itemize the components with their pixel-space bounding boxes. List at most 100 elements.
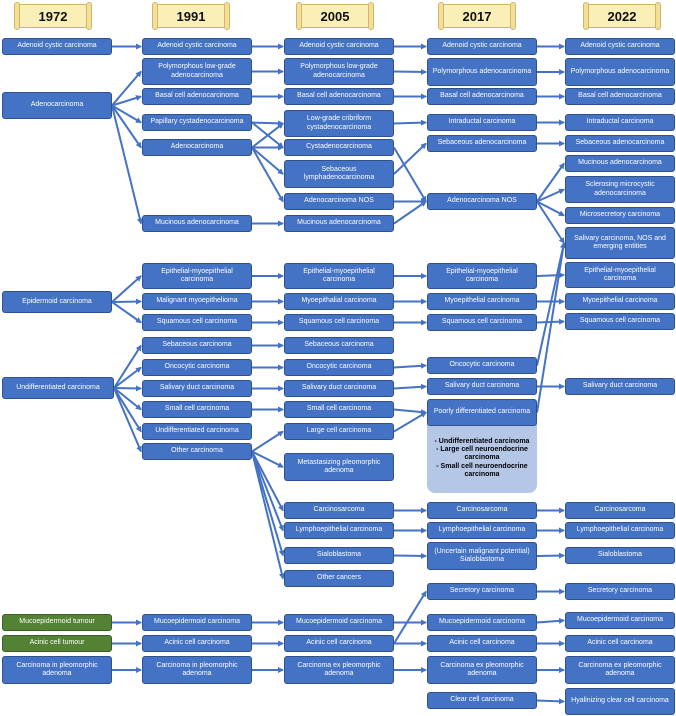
connector-arrow: [393, 411, 427, 433]
node-2017-mucoepidermoid-carcinoma: Mucoepidermoid carcinoma: [427, 614, 537, 631]
connector-arrow: [393, 383, 427, 390]
node-2017-sialoblastoma-uncertain: (Uncertain malignant potential) Sialobla…: [427, 542, 537, 570]
node-2005-polymorphous-low-grade-adenocarcinoma: Polymorphous low-grade adenocarcinoma: [284, 58, 394, 85]
connector-arrow: [393, 200, 427, 225]
connector-arrow: [393, 68, 427, 75]
node-1972-acinic-cell-tumour: Acinic cell tumour: [2, 635, 112, 652]
connector-arrow: [113, 387, 142, 411]
node-2017-carcinosarcoma: Carcinosarcoma: [427, 502, 537, 519]
node-2017-acinic-cell-carcinoma: Acinic cell carcinoma: [427, 635, 537, 652]
connector-arrow: [113, 385, 142, 392]
connector-arrow: [113, 387, 142, 433]
node-2005-epithelial-myoepithelial-carcinoma: Epithelial-myoepithelial carcinoma: [284, 263, 394, 289]
node-2017-myoepithelial-carcinoma: Myoepithelial carcinoma: [427, 293, 537, 310]
connector-arrow: [113, 366, 142, 389]
connector-arrow: [111, 95, 142, 107]
connector-arrow: [393, 590, 427, 645]
connector-arrow: [251, 146, 284, 175]
node-1991-acinic-cell-carcinoma: Acinic cell carcinoma: [142, 635, 252, 652]
connector-arrow: [536, 188, 565, 203]
node-2022-acinic-cell-carcinoma: Acinic cell carcinoma: [565, 635, 675, 652]
node-2005-basal-cell-adenocarcinoma: Basal cell adenocarcinoma: [284, 88, 394, 105]
connector-arrow: [251, 451, 284, 512]
year-header-2005: 2005: [296, 2, 374, 30]
year-header-2022: 2022: [583, 2, 661, 30]
node-2022-salivary-carcinoma-nos: Salivary carcinoma, NOS and emerging ent…: [565, 227, 675, 259]
node-1991-undifferentiated-carcinoma: Undifferentiated carcinoma: [142, 423, 252, 440]
node-2005-sebaceous-carcinoma: Sebaceous carcinoma: [284, 337, 394, 354]
node-2022-hyalinizing-clear-cell-carcinoma: Hyalinizing clear cell carcinoma: [565, 688, 675, 715]
node-2005-sialoblastoma: Sialoblastoma: [284, 547, 394, 564]
connector-arrow: [111, 301, 142, 324]
connector-arrow: [536, 698, 565, 705]
node-1991-oncocytic-carcinoma: Oncocytic carcinoma: [142, 359, 252, 376]
connector-arrow: [251, 430, 284, 453]
node-1991-small-cell-carcinoma: Small cell carcinoma: [142, 401, 252, 418]
connector-arrow: [251, 450, 284, 468]
connector-arrow: [393, 362, 427, 369]
node-2022-sclerosing-microcystic-adenocarcinoma: Sclerosing microcystic adenocarcinoma: [565, 176, 675, 203]
node-2022-carcinoma-ex-pleomorphic-adenoma: Carcinoma ex pleomorphic adenoma: [565, 656, 675, 684]
node-2005-other-cancers: Other cancers: [284, 570, 394, 587]
node-2005-oncocytic-carcinoma: Oncocytic carcinoma: [284, 359, 394, 376]
node-2017-basal-cell-adenocarcinoma: Basal cell adenocarcinoma: [427, 88, 537, 105]
node-1991-salivary-duct-carcinoma: Salivary duct carcinoma: [142, 380, 252, 397]
node-1991-mucinous-adenocarcinoma: Mucinous adenocarcinoma: [142, 215, 252, 232]
year-label: 2022: [607, 8, 637, 24]
node-1972-epidermoid-carcinoma: Epidermoid carcinoma: [2, 291, 112, 313]
connector-arrow: [536, 200, 565, 244]
connector-arrow: [393, 408, 427, 416]
node-2005-carcinoma-ex-pleomorphic-adenoma: Carcinoma ex pleomorphic adenoma: [284, 656, 394, 684]
node-2022-sialoblastoma: Sialoblastoma: [565, 547, 675, 564]
node-1991-sebaceous-carcinoma: Sebaceous carcinoma: [142, 337, 252, 354]
connector-arrow: [536, 617, 565, 624]
node-2005-squamous-cell-carcinoma: Squamous cell carcinoma: [284, 314, 394, 331]
year-label: 2017: [462, 8, 492, 24]
connector-arrow: [111, 70, 142, 107]
node-1972-undifferentiated-carcinoma: Undifferentiated carcinoma: [2, 377, 114, 399]
node-2017-adenoid-cystic-carcinoma: Adenoid cystic carcinoma: [427, 38, 537, 55]
node-1991-adenocarcinoma: Adenocarcinoma: [142, 139, 252, 156]
connector-arrow: [111, 275, 142, 303]
node-2017-lymphoepithelial-carcinoma: Lymphoepithelial carcinoma: [427, 522, 537, 539]
node-2005-lymphoepithelial-carcinoma: Lymphoepithelial carcinoma: [284, 522, 394, 539]
node-2005-adenocarcinoma-nos: Adenocarcinoma NOS: [284, 193, 394, 210]
subtype-item: - Large cell neuroendocrine carcinoma: [436, 445, 528, 462]
node-2022-myoepithelial-carcinoma: Myoepithelial carcinoma: [565, 293, 675, 310]
node-2022-salivary-duct-carcinoma: Salivary duct carcinoma: [565, 378, 675, 395]
year-label: 1991: [176, 8, 206, 24]
year-header-1972: 1972: [14, 2, 92, 30]
node-2017-polymorphous-adenocarcinoma: Polymorphous adenocarcinoma: [427, 58, 537, 86]
node-2005-low-grade-cribriform-cystadenocarcinoma: Low-grade cribriform cystadenocarcinoma: [284, 110, 394, 137]
node-2005-adenoid-cystic-carcinoma: Adenoid cystic carcinoma: [284, 38, 394, 55]
node-2022-squamous-cell-carcinoma: Squamous cell carcinoma: [565, 313, 675, 330]
node-1991-polymorphous-low-grade-adenocarcinoma: Polymorphous low-grade adenocarcinoma: [142, 58, 252, 85]
connector-arrow: [111, 104, 142, 149]
node-1991-carcinoma-in-pleomorphic-adenoma: Carcinoma in pleomorphic adenoma: [142, 656, 252, 684]
node-2017-carcinoma-ex-pleomorphic-adenoma: Carcinoma ex pleomorphic adenoma: [427, 656, 537, 684]
connector-arrow: [251, 122, 284, 149]
node-2022-mucinous-adenocarcinoma: Mucinous adenocarcinoma: [565, 155, 675, 172]
node-2022-intraductal-carcinoma: Intraductal carcinoma: [565, 114, 675, 131]
node-2022-mucoepidermoid-carcinoma: Mucoepidermoid carcinoma: [565, 612, 675, 629]
node-2005-sebaceous-lymphadenocarcinoma: Sebaceous lymphadenocarcinoma: [284, 160, 394, 188]
node-2022-sebaceous-adenocarcinoma: Sebaceous adenocarcinoma: [565, 135, 675, 152]
node-2017-salivary-duct-carcinoma: Salivary duct carcinoma: [427, 378, 537, 395]
node-2017-intraductal-carcinoma: Intraductal carcinoma: [427, 114, 537, 131]
node-1972-adenoid-cystic-carcinoma: Adenoid cystic carcinoma: [2, 38, 112, 55]
subtype-item: - Undifferentiated carcinoma: [434, 437, 530, 445]
node-2017-secretory-carcinoma: Secretory carcinoma: [427, 583, 537, 600]
node-1991-epithelial-myoepithelial-carcinoma: Epithelial-myoepithelial carcinoma: [142, 263, 252, 289]
connector-arrow: [251, 147, 284, 203]
node-1991-malignant-myoepithelioma: Malignant myoepithelioma: [142, 293, 252, 310]
node-2005-acinic-cell-carcinoma: Acinic cell carcinoma: [284, 635, 394, 652]
node-2017-squamous-cell-carcinoma: Squamous cell carcinoma: [427, 314, 537, 331]
node-2022-microsecretory-carcinoma: Microsecretory carcinoma: [565, 207, 675, 224]
year-header-1991: 1991: [152, 2, 230, 30]
year-header-2017: 2017: [438, 2, 516, 30]
node-2022-secretory-carcinoma: Secretory carcinoma: [565, 583, 675, 600]
subtype-item: - Small cell neuroendocrine carcinoma: [436, 462, 528, 479]
connector-arrow: [393, 119, 427, 126]
year-label: 2005: [320, 8, 350, 24]
